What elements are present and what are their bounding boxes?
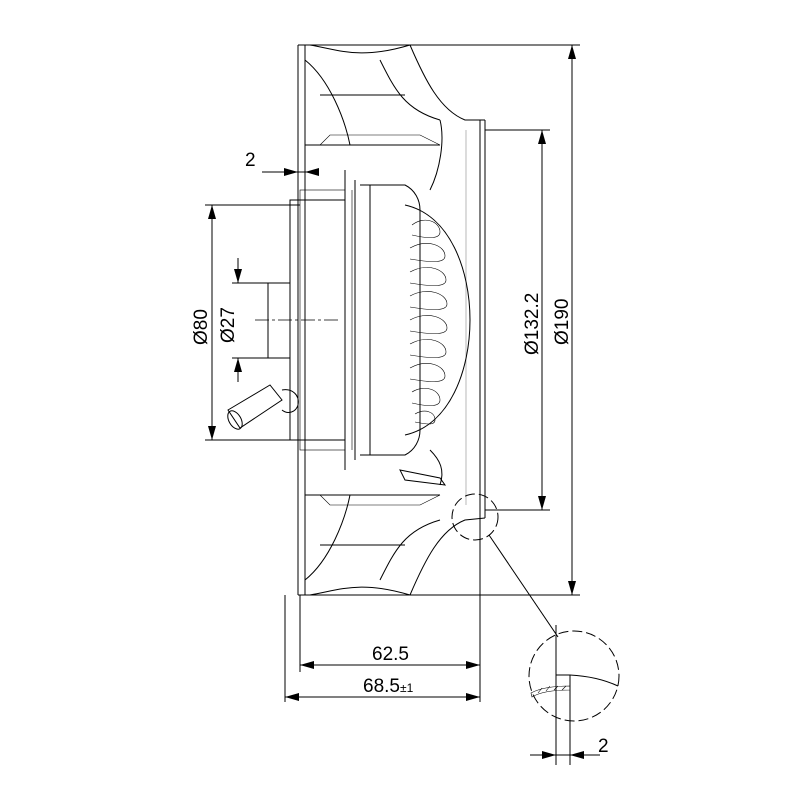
dimension-label-d190: Ø190 bbox=[552, 299, 573, 345]
dimension-label-2-top: 2 bbox=[245, 150, 256, 171]
svg-text:68.5±1: 68.5±1 bbox=[363, 676, 414, 697]
dimension-label-d80: Ø80 bbox=[191, 309, 212, 345]
dimension-length-62: 62.5 bbox=[299, 518, 481, 702]
cable-gland bbox=[227, 384, 299, 430]
dimension-label-d132: Ø132.2 bbox=[522, 293, 543, 355]
dimension-diameter-80: Ø80 bbox=[191, 204, 300, 441]
dimension-diameter-132: Ø132.2 bbox=[485, 129, 550, 511]
detail-callout: 2 bbox=[451, 493, 620, 765]
fan-body bbox=[227, 44, 486, 596]
dimension-label-d27: Ø27 bbox=[218, 307, 239, 343]
dimension-diameter-190: Ø190 bbox=[310, 44, 580, 596]
dimension-label-2-detail: 2 bbox=[598, 736, 609, 757]
dimension-tolerance-68: ±1 bbox=[400, 681, 414, 695]
dimension-diameter-27: Ø27 bbox=[218, 258, 268, 382]
cooling-fins bbox=[409, 219, 448, 425]
dimension-flange-thickness: 2 bbox=[245, 145, 319, 178]
dimension-length-68: 68.5±1 bbox=[284, 595, 480, 702]
dimension-label-62: 62.5 bbox=[372, 644, 409, 665]
dimension-label-68: 68.5 bbox=[363, 676, 400, 697]
